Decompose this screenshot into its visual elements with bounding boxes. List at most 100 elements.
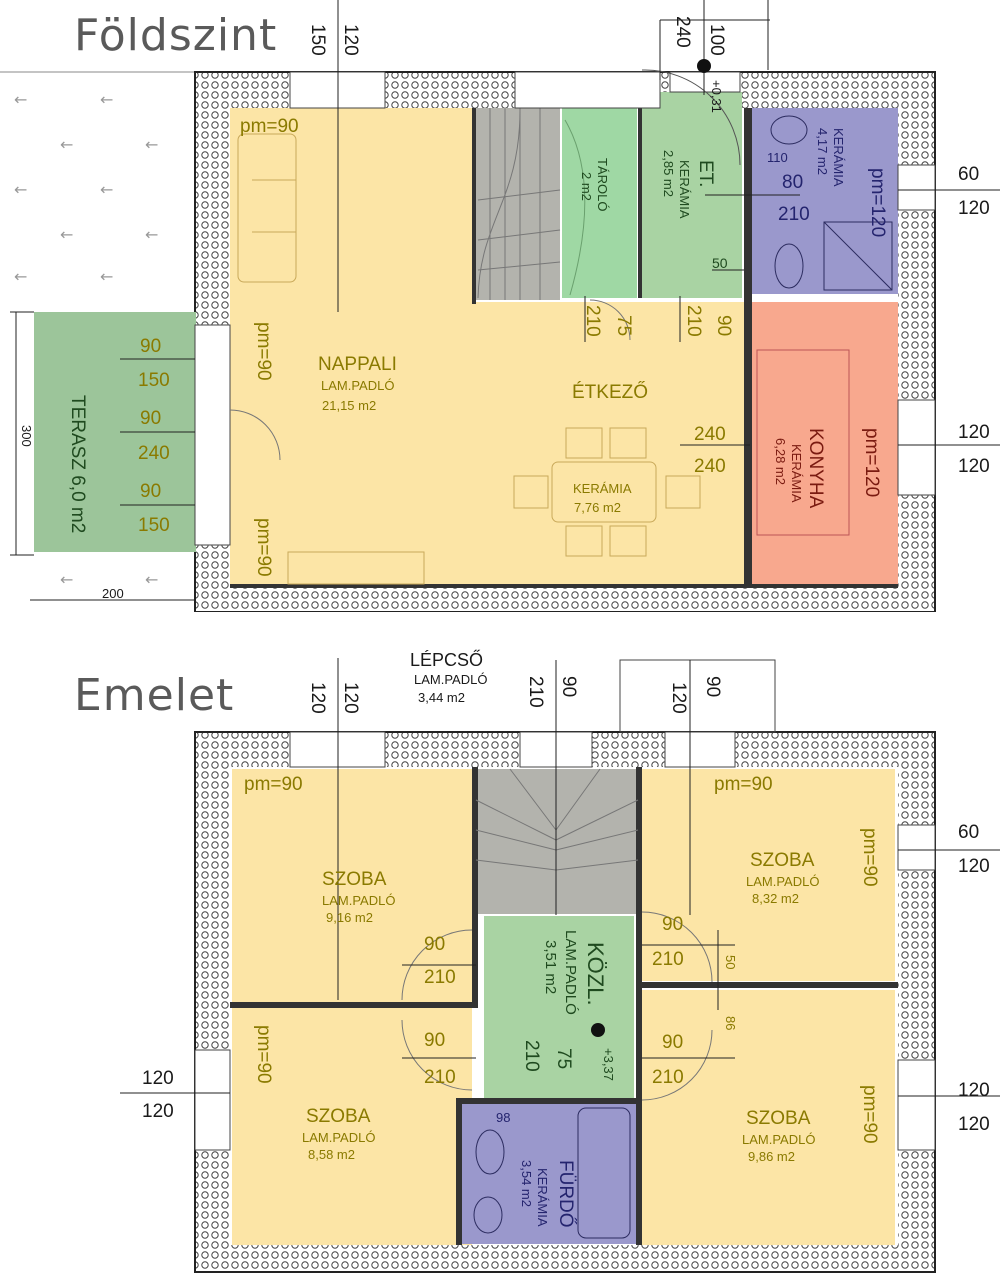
dim-210: 210 xyxy=(424,1067,456,1088)
label-pm-90: pm=90 xyxy=(240,116,299,137)
svg-text:←: ← xyxy=(14,180,27,199)
label-pm-90: pm=90 xyxy=(859,828,880,887)
dim-120: 120 xyxy=(307,682,328,714)
dim-120: 120 xyxy=(958,422,990,443)
svg-text:←: ← xyxy=(60,135,73,154)
room-name-szoba: SZOBA xyxy=(750,850,815,871)
dim-300: 300 xyxy=(19,425,34,447)
dim-210: 210 xyxy=(778,204,810,225)
label-pm-90: pm=90 xyxy=(859,1085,880,1144)
room-name-tarolo: TÁROLÓ xyxy=(595,158,610,211)
label-pm-90: pm=90 xyxy=(714,774,773,795)
dim-120: 120 xyxy=(142,1068,174,1089)
room-area-etkezo: 7,76 m2 xyxy=(574,500,621,515)
room-floor-et: KERÁMIA xyxy=(677,160,692,219)
svg-text:←: ← xyxy=(14,267,27,286)
ground-openings xyxy=(194,71,936,546)
label-pm-120: pm=120 xyxy=(867,168,888,237)
room-floor-szoba: LAM.PADLÓ xyxy=(742,1132,815,1147)
dim-210: 210 xyxy=(652,1067,684,1088)
room-area-nappali: 21,15 m2 xyxy=(322,398,376,413)
dim-60: 60 xyxy=(958,822,979,843)
room-name-szoba: SZOBA xyxy=(306,1106,371,1127)
room-name-nappali: NAPPALI xyxy=(318,354,397,375)
room-floor-etkezo: KERÁMIA xyxy=(573,481,632,496)
dim-210: 210 xyxy=(424,967,456,988)
dim-120: 120 xyxy=(340,682,361,714)
room-floor-furdo: KERÁMIA xyxy=(535,1168,550,1227)
ground-furniture xyxy=(229,69,741,585)
room-area-furdo: 3,54 m2 xyxy=(519,1160,534,1207)
dim-120: 120 xyxy=(142,1101,174,1122)
room-area-wc: 4,17 m2 xyxy=(815,128,830,175)
svg-text:←: ← xyxy=(14,90,27,109)
dim-60: 60 xyxy=(958,164,979,185)
room-floor-szoba: LAM.PADLÓ xyxy=(302,1130,375,1145)
dim-110: 110 xyxy=(767,150,788,165)
dim-120: 120 xyxy=(958,856,990,877)
svg-text:←: ← xyxy=(100,180,113,199)
dim-90: 90 xyxy=(424,934,445,955)
svg-text:←: ← xyxy=(145,135,158,154)
dim-90: 90 xyxy=(662,1032,683,1053)
dim-120: 120 xyxy=(668,682,689,714)
dim-240: 240 xyxy=(138,443,170,464)
dim-75: 75 xyxy=(553,1048,574,1069)
upper-rooms xyxy=(230,767,898,1245)
dim-90: 90 xyxy=(140,481,161,502)
dim-240: 240 xyxy=(694,424,726,445)
svg-text:←: ← xyxy=(100,90,113,109)
dim-50: 50 xyxy=(712,255,728,271)
room-name-etkezo: ÉTKEZŐ xyxy=(572,381,648,403)
room-name-kozl: KÖZL. xyxy=(583,942,608,1006)
upper-door-swings xyxy=(401,911,713,1101)
room-name-szoba: SZOBA xyxy=(322,869,387,890)
room-area-szoba: 8,58 m2 xyxy=(308,1147,355,1162)
svg-text:←: ← xyxy=(60,570,73,589)
room-name-konyha: KONYHA xyxy=(805,428,826,509)
room-floor-nappali: LAM.PADLÓ xyxy=(321,378,394,393)
level-marker-icon xyxy=(591,1023,605,1037)
label-pm-90: pm=90 xyxy=(253,518,274,577)
dim-50: 50 xyxy=(723,955,738,969)
room-area-tarolo: 2 m2 xyxy=(579,172,594,201)
dim-240: 240 xyxy=(672,16,693,48)
dim-150: 150 xyxy=(307,24,328,56)
label-pm-90: pm=90 xyxy=(253,322,274,381)
dim-90: 90 xyxy=(662,914,683,935)
room-floor-wc: KERÁMIA xyxy=(831,128,846,187)
bath-fixtures xyxy=(473,1107,631,1239)
ground-rooms xyxy=(34,92,898,588)
level-value: +0,31 xyxy=(709,80,724,113)
svg-text:←: ← xyxy=(145,570,158,589)
svg-text:←: ← xyxy=(100,267,113,286)
room-area-konyha: 6,28 m2 xyxy=(773,438,788,485)
room-name-furdo: FÜRDŐ xyxy=(555,1160,577,1228)
level-value: +3,37 xyxy=(601,1048,616,1081)
room-area-kozl: 3,51 m2 xyxy=(542,940,559,994)
dim-75: 75 xyxy=(613,315,634,336)
dim-90: 90 xyxy=(140,408,161,429)
ground-dimension-lines xyxy=(10,0,1000,601)
dim-210: 210 xyxy=(582,305,603,337)
label-pm-120: pm=120 xyxy=(861,428,882,497)
svg-text:←: ← xyxy=(60,225,73,244)
room-area-szoba: 8,32 m2 xyxy=(752,891,799,906)
label-pm-90: pm=90 xyxy=(253,1025,274,1084)
stair-floor: LAM.PADLÓ xyxy=(414,672,487,687)
room-area-szoba: 9,86 m2 xyxy=(748,1149,795,1164)
dim-150: 150 xyxy=(138,515,170,536)
room-floor-kozl: LAM.PADLÓ xyxy=(562,930,579,1015)
upper-dimension-lines xyxy=(120,658,1000,1097)
dim-90: 90 xyxy=(140,336,161,357)
ground-floor-title: Földszint xyxy=(74,10,277,61)
terrace-label: TERASZ 6,0 m2 xyxy=(67,395,88,533)
dim-210: 210 xyxy=(652,949,684,970)
room-floor-szoba: LAM.PADLÓ xyxy=(746,874,819,889)
dim-120: 120 xyxy=(958,1114,990,1135)
dim-120: 120 xyxy=(958,456,990,477)
dim-120: 120 xyxy=(958,1080,990,1101)
stair-area: 3,44 m2 xyxy=(418,690,465,705)
room-area-szoba: 9,16 m2 xyxy=(326,910,373,925)
